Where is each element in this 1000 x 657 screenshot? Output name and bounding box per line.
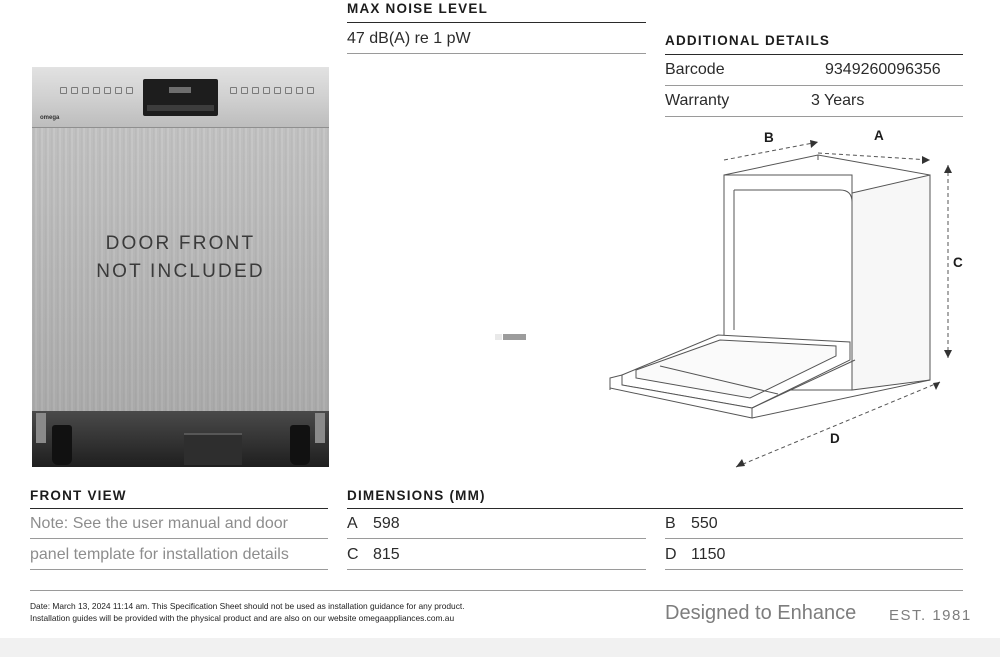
front-view-note-rule2 [30, 569, 328, 570]
dim-label-c: C [953, 255, 964, 270]
barcode-row-rule [665, 85, 963, 86]
barcode-value: 9349260096356 [825, 61, 941, 78]
front-view-note-line2: panel template for installation details [30, 546, 289, 563]
noise-heading-rule [347, 22, 646, 23]
front-view-note-rule1 [30, 538, 328, 539]
dimension-c-value: 815 [373, 546, 400, 563]
warranty-value: 3 Years [811, 92, 865, 109]
dim-label-b: B [764, 130, 775, 145]
noise-heading: MAX NOISE LEVEL [347, 1, 489, 16]
energy-badge [495, 334, 526, 340]
plinth [32, 411, 329, 467]
door-text-line1: DOOR FRONT [105, 233, 256, 254]
footer-rule [30, 590, 963, 591]
front-view-heading: FRONT VIEW [30, 488, 127, 503]
dimension-a-letter: A [347, 515, 358, 532]
barcode-label: Barcode [665, 61, 725, 78]
display-readout [169, 87, 191, 93]
noise-row-rule [347, 53, 646, 54]
dim-label-a: A [874, 128, 885, 143]
front-view-rule [30, 508, 328, 509]
energy-badge-left [495, 334, 502, 340]
noise-value: 47 dB(A) re 1 pW [347, 30, 471, 47]
brand-logo: omega [40, 115, 60, 121]
control-panel: omega [32, 67, 329, 128]
footer-disclaimer: Date: March 13, 2024 11:14 am. This Spec… [30, 600, 650, 624]
dimension-diagram [609, 140, 952, 468]
right-buttons [230, 87, 314, 95]
dimension-d-letter: D [665, 546, 677, 563]
footer-disclaimer-line1: Date: March 13, 2024 11:14 am. This Spec… [30, 601, 465, 611]
additional-heading: ADDITIONAL DETAILS [665, 33, 831, 48]
left-buttons [60, 87, 133, 95]
front-view-note-line1: Note: See the user manual and door [30, 515, 288, 532]
additional-heading-rule [665, 54, 963, 55]
dimension-a-value: 598 [373, 515, 400, 532]
dimension-b-value: 550 [691, 515, 718, 532]
footer-disclaimer-line2: Installation guides will be provided wit… [30, 613, 455, 623]
dimensions-row-rule-left [347, 538, 646, 539]
dimension-d-value: 1150 [691, 546, 726, 563]
dimensions-row-rule-right-2 [665, 569, 963, 570]
dimensions-row-rule-left-2 [347, 569, 646, 570]
display-screen [143, 79, 218, 116]
dimension-b-letter: B [665, 515, 676, 532]
display-handle [147, 105, 214, 111]
footer-established: EST. 1981 [889, 607, 972, 624]
product-image: omega DOOR FRONT NOT INCLUDED [32, 67, 329, 467]
energy-badge-right [503, 334, 526, 340]
left-bracket [36, 413, 46, 443]
footer-band [0, 638, 1000, 657]
dimensions-heading: DIMENSIONS (MM) [347, 488, 486, 503]
warranty-row-rule [665, 116, 963, 117]
dimensions-heading-rule [347, 508, 963, 509]
warranty-label: Warranty [665, 92, 730, 109]
dim-label-d: D [830, 431, 841, 446]
left-foot [52, 425, 72, 465]
right-bracket [315, 413, 325, 443]
right-foot [290, 425, 310, 465]
door-text-line2: NOT INCLUDED [96, 261, 265, 282]
dimensions-row-rule-right [665, 538, 963, 539]
footer-tagline: Designed to Enhance [665, 602, 857, 624]
dimension-c-letter: C [347, 546, 359, 563]
door-panel: DOOR FRONT NOT INCLUDED [32, 128, 329, 411]
kick-plate [184, 433, 242, 465]
